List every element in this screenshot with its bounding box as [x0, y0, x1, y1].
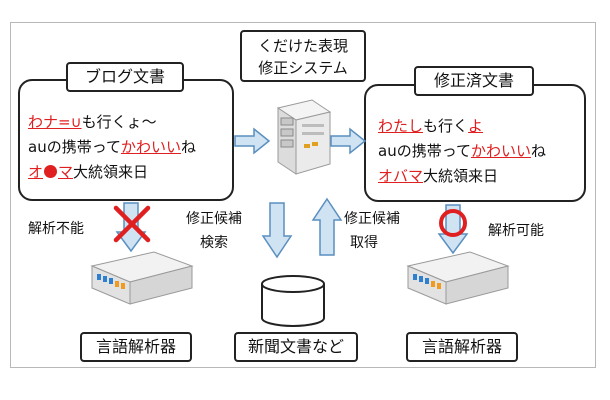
source-line-2-slang: かわいい	[120, 138, 181, 156]
corrected-line-1-red: わたし	[378, 117, 424, 135]
caption-database: 新聞文書など	[234, 332, 358, 362]
source-document-title: ブログ文書	[66, 62, 184, 92]
arrow-down-search-icon	[261, 202, 293, 259]
cross-mark-icon	[113, 205, 151, 243]
corrected-line-1-red2: よ	[468, 117, 484, 135]
source-line-2: auの携帯ってかわいいね	[28, 136, 196, 157]
source-line-2-prefix: auの携帯って	[28, 138, 121, 156]
label-search-line-1: 修正候補	[186, 211, 242, 227]
red-dot-icon	[44, 165, 58, 178]
label-search-line-2: 検索	[200, 235, 228, 251]
arrow-up-acquire-icon	[311, 197, 343, 256]
database-icon	[261, 275, 325, 327]
label-acquire-line-1: 修正候補	[344, 211, 400, 227]
system-label: くだけた表現 修正システム	[240, 30, 366, 82]
corrected-line-3-rest: 大統領来日	[423, 167, 499, 185]
server-icon	[276, 99, 332, 175]
source-line-3-red-b: マ	[58, 163, 74, 181]
analyzer-device-left-icon	[90, 251, 194, 305]
arrow-right-to-system-icon	[234, 127, 271, 155]
corrected-line-2: auの携帯ってかわいいね	[378, 140, 546, 161]
system-label-line-1: くだけた表現	[257, 37, 348, 55]
label-analysis-possible: 解析可能	[488, 223, 544, 239]
circle-mark-icon	[439, 209, 467, 237]
corrected-document-title: 修正済文書	[414, 66, 534, 96]
corrected-line-1-mid: も行く	[423, 117, 469, 135]
source-line-1: わナ=∪も行くょ〜	[28, 111, 157, 132]
corrected-line-2-suffix: ね	[530, 142, 546, 160]
source-line-3: オマ大統領来日	[28, 161, 148, 182]
corrected-line-1: わたしも行くよ	[378, 115, 483, 136]
label-acquire-line-2: 取得	[350, 235, 378, 251]
caption-analyzer-right: 言語解析器	[406, 332, 518, 362]
source-line-1-rest: も行くょ〜	[81, 113, 157, 131]
corrected-line-2-red: かわいい	[470, 142, 531, 160]
system-label-line-2: 修正システム	[258, 59, 348, 77]
arrow-right-to-corrected-icon	[330, 127, 367, 155]
corrected-document-box	[364, 84, 586, 202]
source-line-3-red-a: オ	[28, 163, 44, 181]
source-line-2-suffix: ね	[180, 138, 196, 156]
label-analysis-impossible: 解析不能	[28, 221, 84, 237]
corrected-line-3: オバマ大統領来日	[378, 165, 498, 186]
source-line-1-slang: わナ=∪	[28, 113, 82, 131]
diagram-frame	[10, 22, 596, 368]
caption-analyzer-left: 言語解析器	[80, 332, 192, 362]
source-line-3-rest: 大統領来日	[73, 163, 149, 181]
corrected-line-2-prefix: auの携帯って	[378, 142, 471, 160]
corrected-line-3-red: オバマ	[378, 167, 424, 185]
analyzer-device-right-icon	[406, 251, 510, 305]
